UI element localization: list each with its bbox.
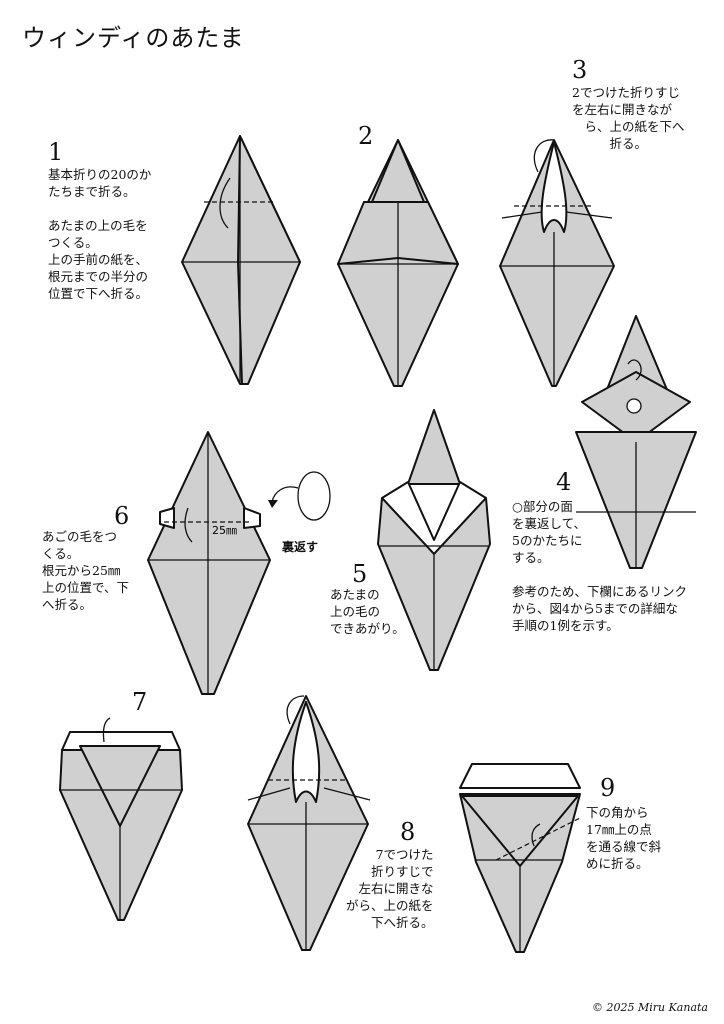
step-text-9: 下の角から 17㎜上の点 を通る線で斜 めに折る。 <box>586 805 662 871</box>
diagram-step-8 <box>247 695 371 951</box>
step-number-4: 4 <box>556 468 572 496</box>
step-text-6: あごの毛をつ くる。 根元から25㎜ 上の位置で、下 へ折る。 <box>42 529 130 612</box>
diagram-step-9 <box>459 763 581 953</box>
flip-arrow-icon <box>268 471 331 521</box>
diagram-step-3 <box>499 139 615 387</box>
diagram-step-4 <box>575 315 697 569</box>
step-text-4: ○部分の面 を裏返して、 5のかたちに する。 参考のため、下欄にあるリンク か… <box>512 499 688 633</box>
step-text-3: 2でつけた折りすじ を左右に開きなが ら、上の紙を下へ 折る。 <box>572 85 685 151</box>
step-number-5: 5 <box>352 560 368 588</box>
diagram-step-1 <box>181 135 301 385</box>
step-number-3: 3 <box>572 56 588 84</box>
step-text-5: あたまの 上の毛の できあがり。 <box>330 587 405 636</box>
step-number-2: 2 <box>358 122 374 150</box>
flip-label: 裏返す <box>282 540 319 554</box>
step-number-7: 7 <box>132 688 148 716</box>
step-number-9: 9 <box>600 774 616 802</box>
diagram-step-2 <box>337 139 459 387</box>
diagram-step-6: 25㎜ <box>147 431 271 695</box>
step-text-8: 7でつけた 折りすじで 左右に開きな がら、上の紙を 下へ折る。 <box>346 847 434 930</box>
copyright: © 2025 Miru Kanata <box>591 1001 708 1014</box>
step-number-1: 1 <box>48 138 64 166</box>
page-title: ウィンディのあたま <box>22 24 245 52</box>
step-number-6: 6 <box>114 502 130 530</box>
step-text-1: 基本折りの20のか たちまで折る。 あたまの上の毛を つくる。 上の手前の紙を、… <box>48 167 152 301</box>
measure-label: 25㎜ <box>212 524 237 537</box>
step-number-8: 8 <box>400 818 416 846</box>
diagram-step-5 <box>377 409 491 671</box>
diagram-step-7 <box>59 717 183 921</box>
